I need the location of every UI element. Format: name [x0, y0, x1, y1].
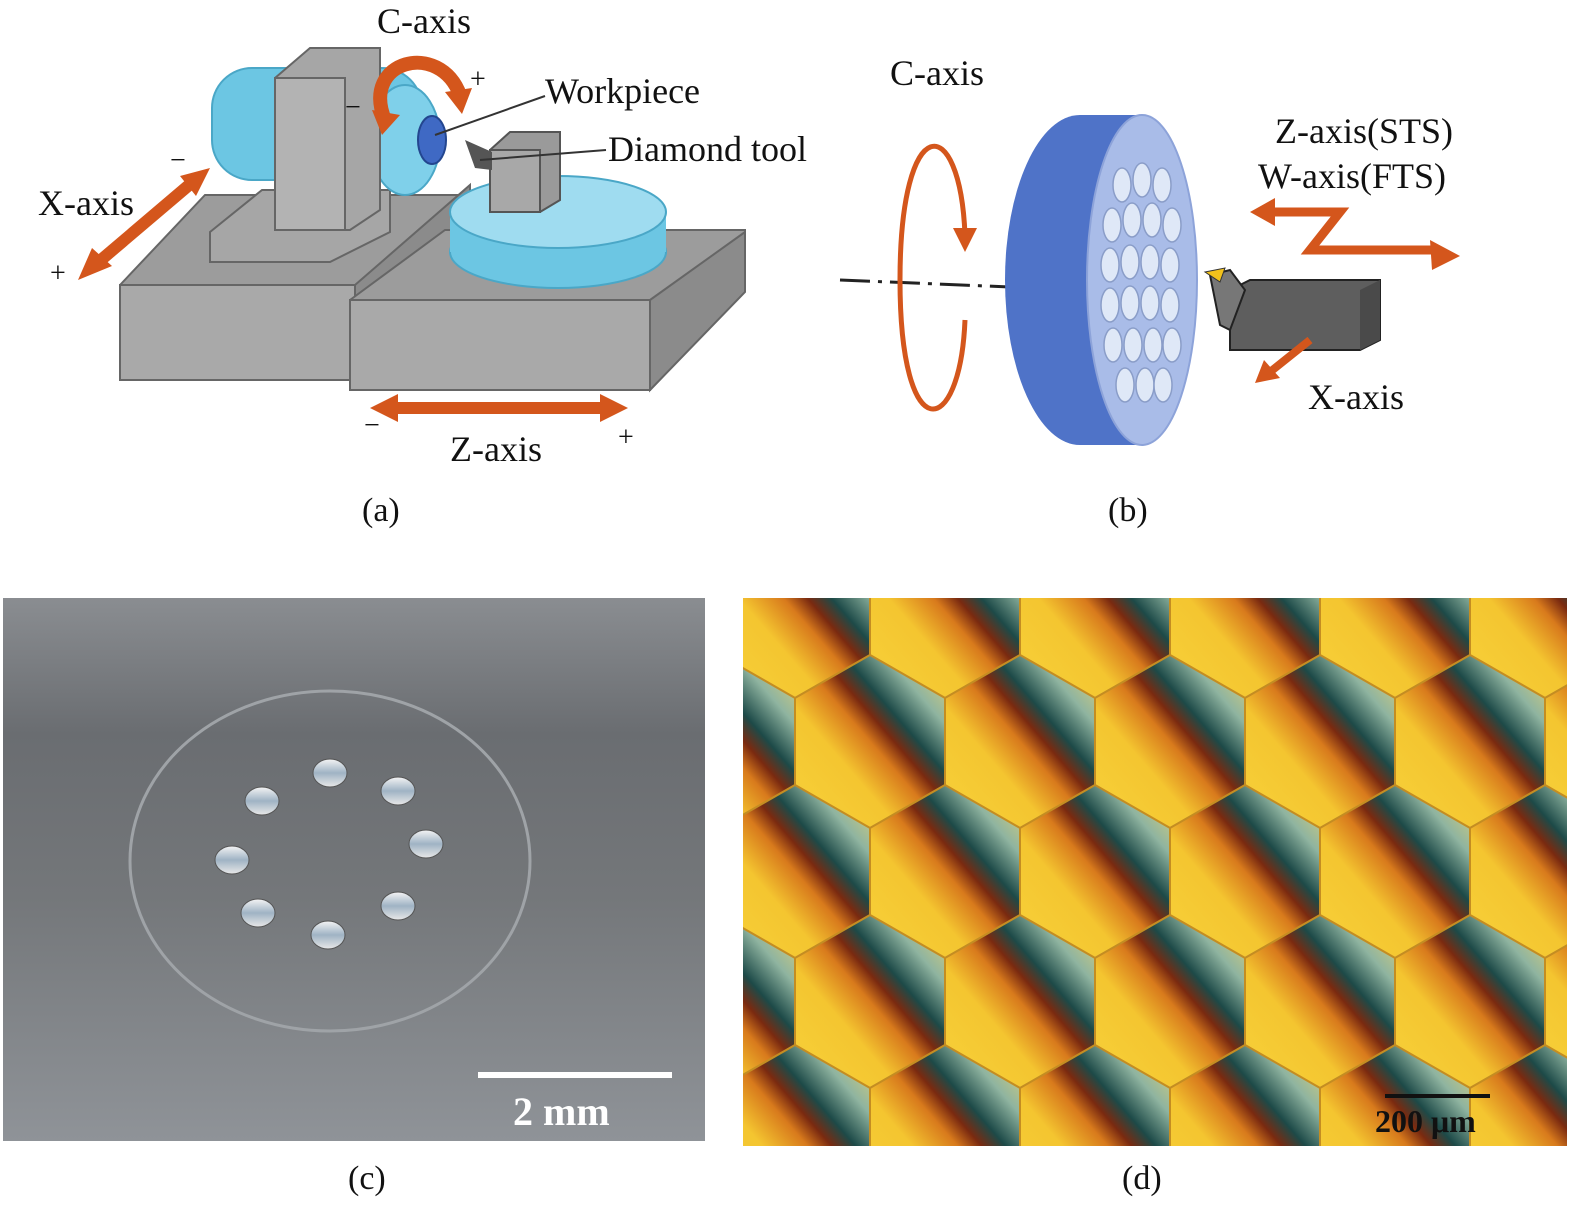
x-axis-label-a: X-axis [38, 183, 134, 223]
tool-leader [479, 149, 607, 161]
c-axis-label-b: C-axis [890, 53, 984, 93]
x-axis-arrow-b [1267, 336, 1313, 376]
workpiece-label: Workpiece [545, 71, 701, 111]
panel-b-fts-diagram: C-axis Z-axis(STS) W-axis(FTS) X-axis (b… [780, 0, 1570, 540]
c-axis-loop-arrow [897, 143, 968, 412]
caption-d: (d) [1122, 1160, 1162, 1197]
c-plus-sign: + [470, 64, 486, 95]
microlens-array [1100, 162, 1182, 403]
panel-a-machine-diagram: C-axis Workpiece Diamond tool X-axis Z-a… [0, 0, 807, 540]
caption-b: (b) [1108, 492, 1148, 529]
c-axis-label-a: C-axis [377, 1, 471, 41]
diamond-tool-label: Diamond tool [608, 129, 807, 169]
substrate-ring [128, 689, 532, 1033]
z-w-axis-arrow [1270, 207, 1440, 255]
c-minus-sign: − [345, 92, 361, 123]
hexagonal-lens-array [743, 598, 1567, 1146]
panel-d-micrograph: 200 μm (d) [740, 598, 1570, 1211]
rotation-axis-line [839, 278, 1011, 289]
scale-label-c: 2 mm [513, 1089, 610, 1134]
z-axis-label-a: Z-axis [450, 429, 542, 469]
panel-c-image [3, 598, 705, 1141]
x-axis-arrow [91, 175, 199, 270]
x-axis-label-b: X-axis [1308, 377, 1404, 417]
w-axis-fts-label: W-axis(FTS) [1258, 156, 1446, 196]
caption-a: (a) [362, 492, 400, 529]
panel-b-drawing [839, 114, 1460, 446]
lens-ring [214, 758, 444, 950]
panel-d-image [743, 598, 1567, 1146]
z-plus-sign: + [618, 422, 634, 453]
caption-c: (c) [348, 1160, 386, 1197]
x-minus-sign: − [170, 145, 186, 176]
workpiece-leader [434, 95, 546, 136]
panel-c-photo: 2 mm (c) [0, 598, 708, 1211]
workpiece [417, 115, 447, 165]
panel-a-drawing [78, 47, 746, 422]
x-plus-sign: + [50, 258, 66, 289]
c-axis-arrow [373, 55, 467, 123]
z-minus-sign: − [364, 410, 380, 441]
scale-label-d: 200 μm [1375, 1103, 1476, 1139]
z-axis-sts-label: Z-axis(STS) [1275, 111, 1453, 151]
diamond-tool [465, 140, 492, 170]
